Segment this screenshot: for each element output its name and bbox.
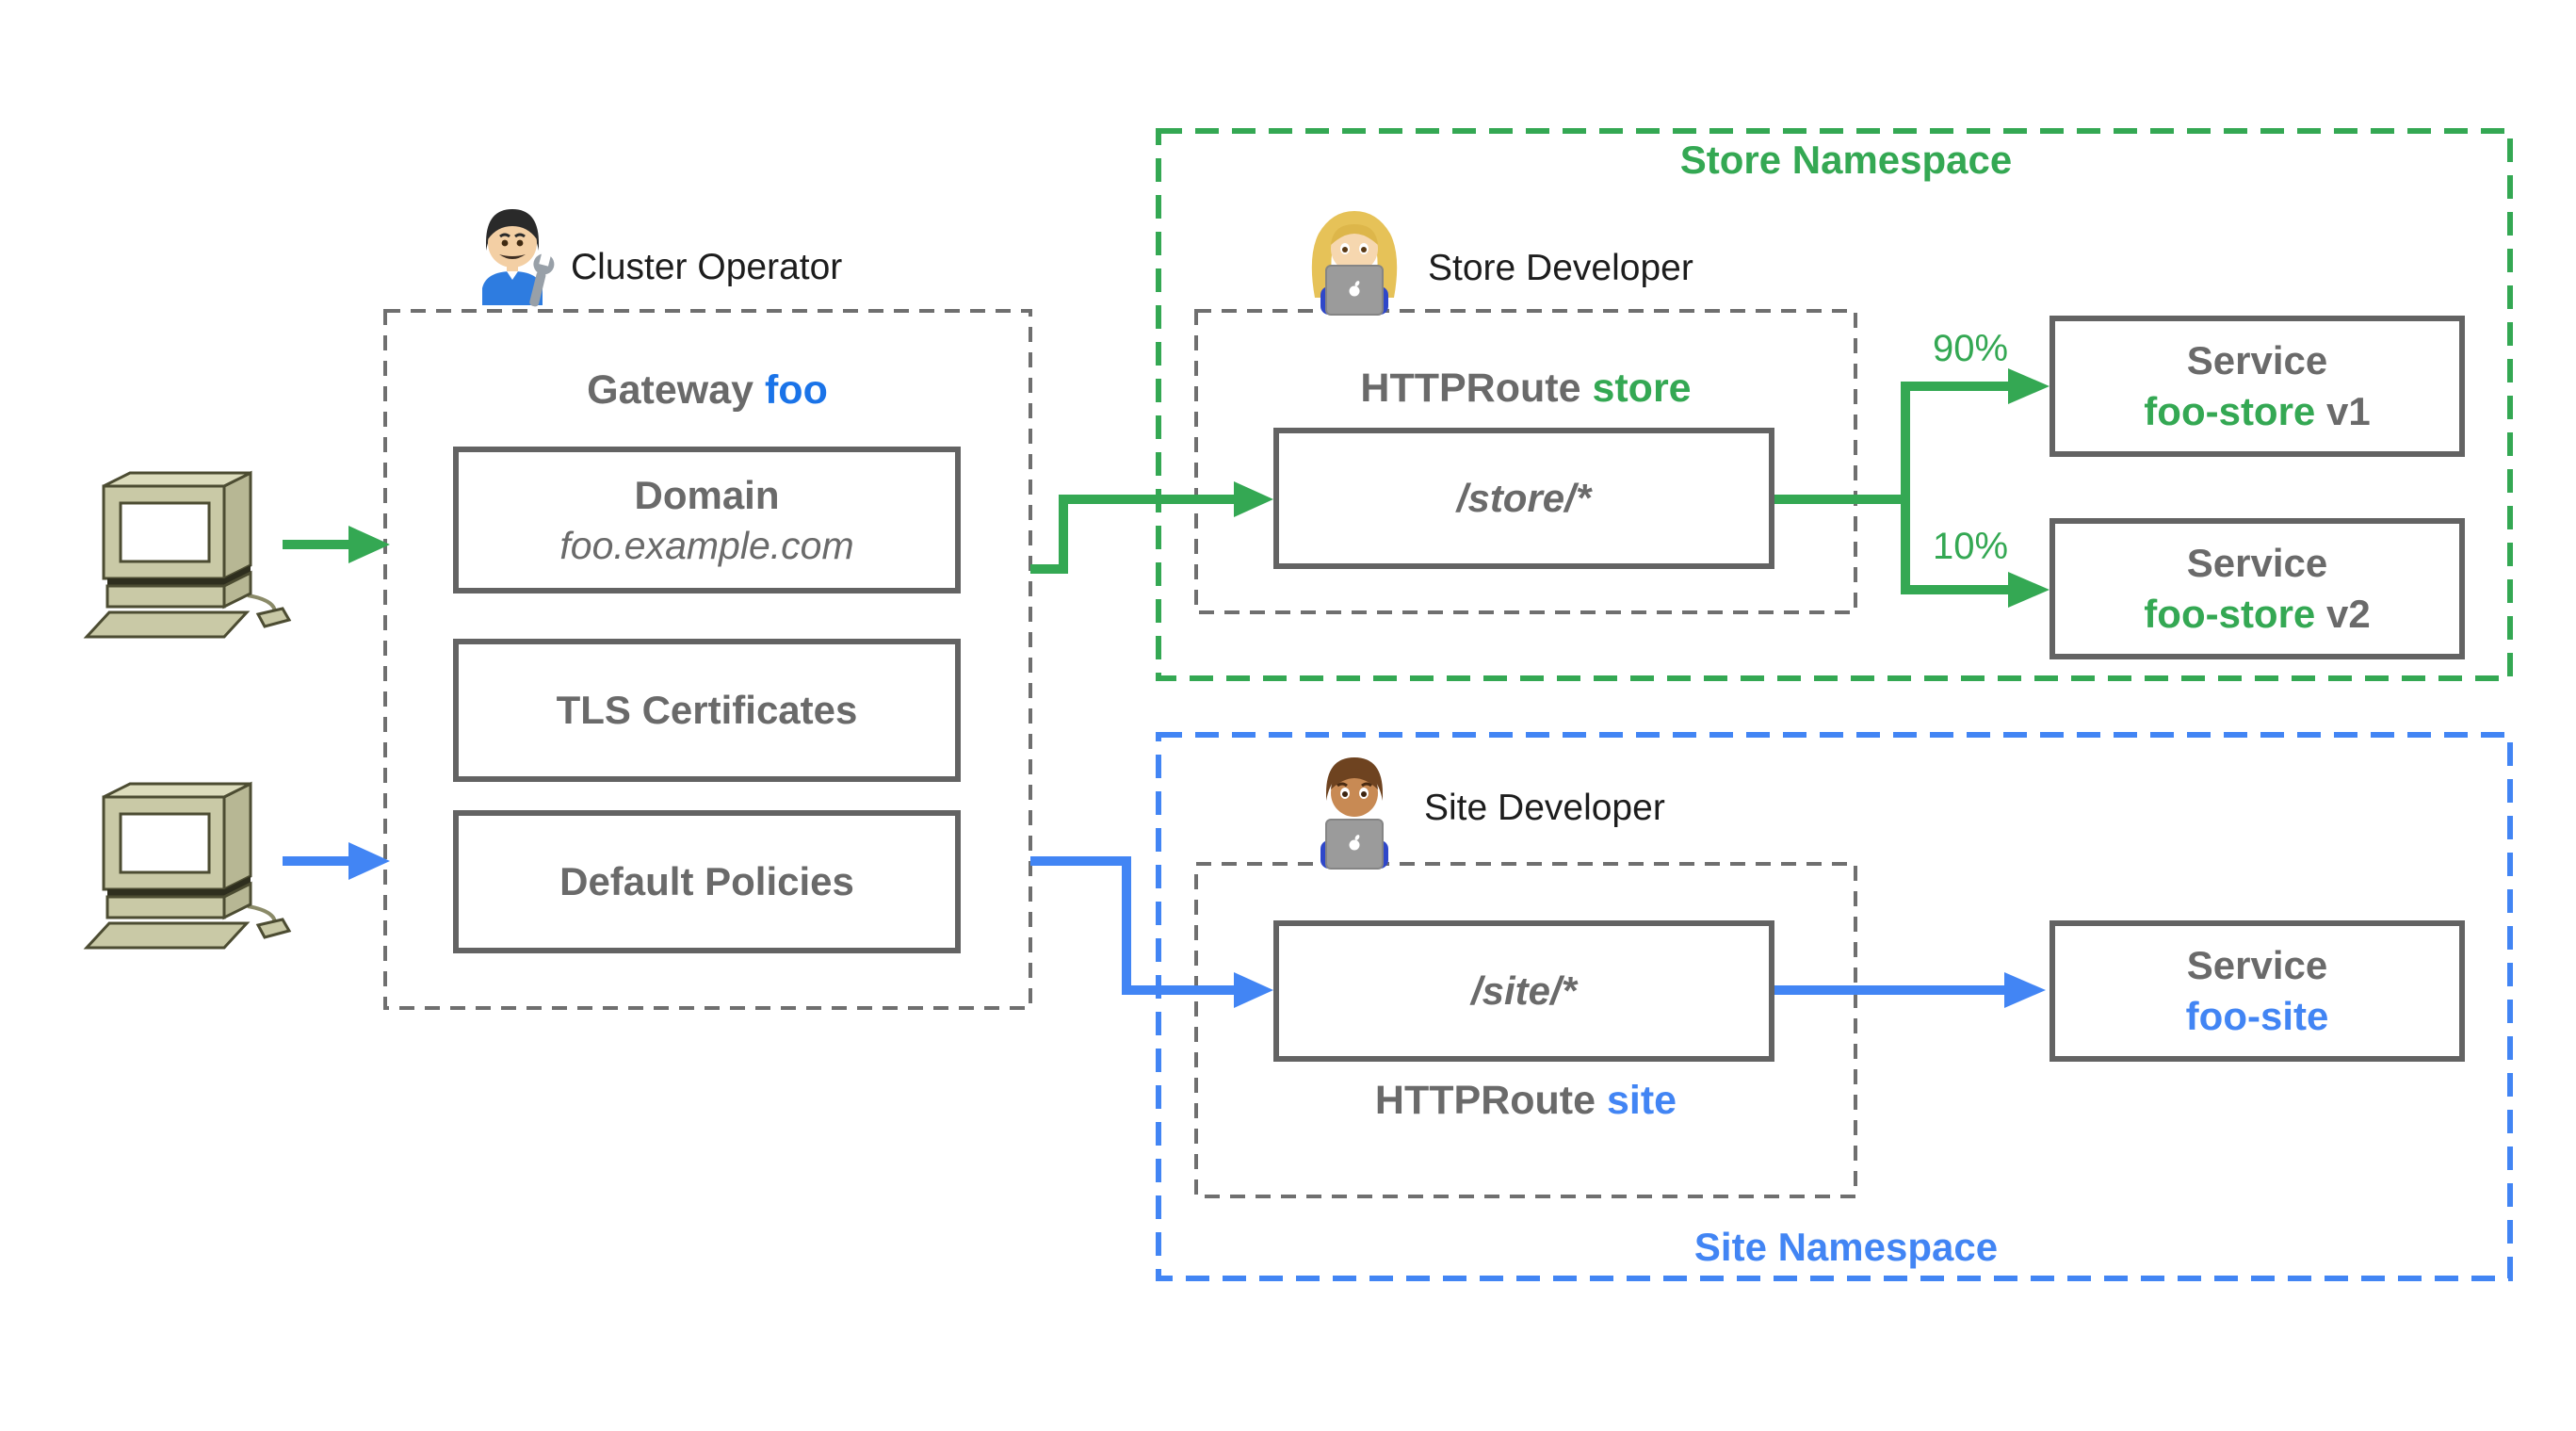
arrow-to-foo-store-v1 — [2008, 368, 2049, 404]
gateway-boundary — [383, 309, 1032, 1010]
site-namespace-label: Site Namespace — [1693, 1225, 1999, 1269]
httproute-site-prefix: HTTPRoute — [1374, 1078, 1596, 1123]
gateway-default-policies-box: Default Policies — [453, 810, 961, 953]
policies-box-label: Default Policies — [559, 859, 854, 904]
service-name: foo-site — [2185, 994, 2329, 1038]
gateway-to-store-route-arrow — [1030, 481, 1273, 574]
httproute-store-prefix: HTTPRoute — [1360, 366, 1581, 411]
service-name: foo-store — [2144, 389, 2316, 433]
httproute-site-name: site — [1606, 1078, 1677, 1123]
client1-to-gateway-arrow — [283, 526, 390, 563]
site-developer-man-technologist-icon — [1320, 757, 1388, 870]
service-name: foo-store — [2144, 592, 2316, 636]
gateway-title: Gateway foo — [587, 367, 828, 414]
cluster-operator-mechanic-icon — [482, 209, 555, 307]
service-type: Service — [2186, 541, 2328, 586]
service-foo-site-box: Service foo-site — [2049, 920, 2465, 1062]
site-route-path-box: /site/* — [1273, 920, 1774, 1062]
gateway-domain-box: Domain foo.example.com — [453, 447, 961, 594]
traffic-weight-v1-label: 90% — [1933, 328, 2009, 369]
store-route-path: /store/* — [1456, 476, 1592, 521]
httproute-store-title: HTTPRoute store — [1360, 366, 1691, 412]
httproute-site-boundary — [1194, 862, 1857, 1198]
gateway-title-name: foo — [764, 367, 828, 413]
service-type: Service — [2186, 338, 2328, 383]
service-foo-store-v1-box: Service foo-store v1 — [2049, 316, 2465, 457]
store-developer-woman-technologist-icon — [1311, 211, 1398, 316]
store-developer-label: Store Developer — [1428, 248, 1693, 288]
site-route-to-service-arrow — [1774, 972, 2046, 1008]
tls-box-label: TLS Certificates — [556, 688, 858, 733]
site-developer-label: Site Developer — [1424, 788, 1665, 828]
gateway-tls-certificates-box: TLS Certificates — [453, 639, 961, 782]
httproute-store-name: store — [1592, 366, 1692, 411]
store-route-path-box: /store/* — [1273, 428, 1774, 569]
store-namespace-boundary — [1156, 128, 2513, 681]
gateway-to-site-route-arrow — [1030, 856, 1273, 1008]
service-version: v1 — [2325, 389, 2371, 433]
site-route-path: /site/* — [1470, 968, 1578, 1014]
cluster-operator-label: Cluster Operator — [571, 247, 843, 287]
domain-box-value: foo.example.com — [559, 523, 854, 567]
service-version: v2 — [2325, 592, 2371, 636]
traffic-weight-v2-label: 10% — [1933, 526, 2009, 567]
service-name-version: foo-store v1 — [2144, 386, 2370, 437]
service-type: Service — [2186, 943, 2328, 988]
client2-computer-icon — [85, 782, 291, 950]
arrow-to-foo-store-v2 — [2008, 572, 2049, 608]
gateway-title-prefix: Gateway — [587, 367, 754, 413]
client1-computer-icon — [85, 471, 291, 639]
service-foo-store-v2-box: Service foo-store v2 — [2049, 518, 2465, 659]
service-name-version: foo-store v2 — [2144, 589, 2370, 640]
client2-to-gateway-arrow — [283, 842, 390, 880]
httproute-site-title: HTTPRoute site — [1375, 1078, 1677, 1124]
store-route-to-services-split — [1774, 368, 2049, 608]
domain-box-title: Domain — [634, 472, 780, 517]
site-namespace-boundary — [1156, 732, 2513, 1281]
store-namespace-label: Store Namespace — [1679, 138, 2013, 182]
